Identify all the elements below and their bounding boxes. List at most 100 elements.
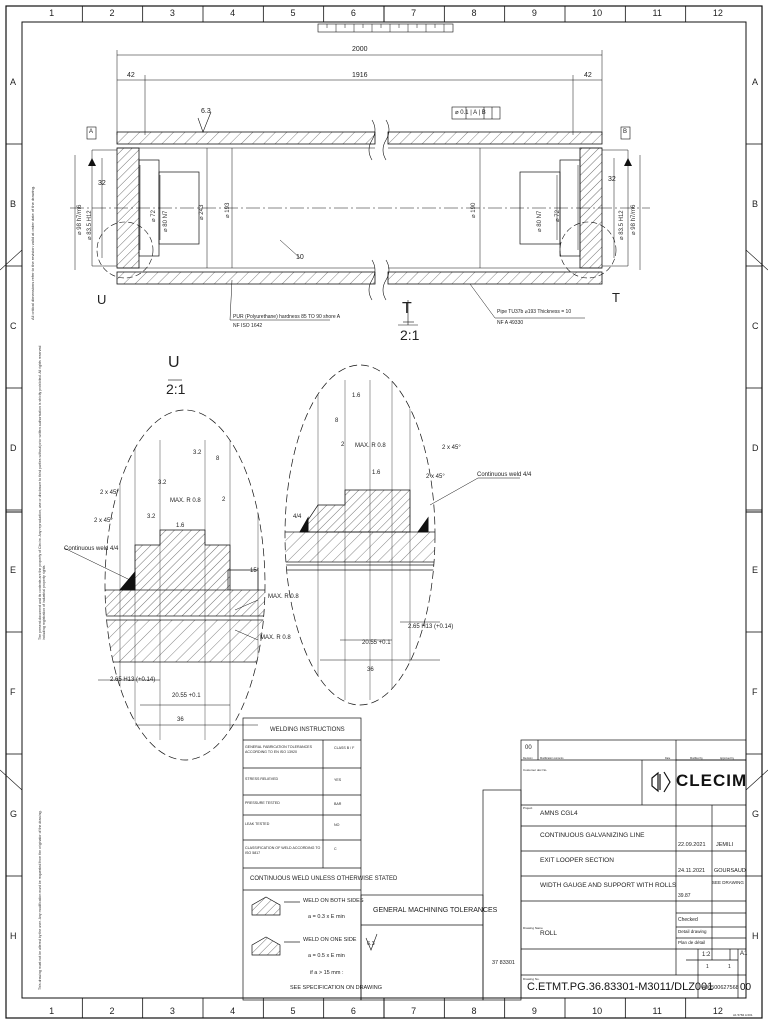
tb-scale: 1:2 bbox=[702, 952, 711, 958]
tb-description: WIDTH GAUGE AND SUPPORT WITH ROLLS bbox=[540, 882, 677, 889]
grid-col-bottom-10: 10 bbox=[592, 1006, 603, 1016]
tb-designer: JEMILI bbox=[716, 842, 734, 848]
width-32-left: 32 bbox=[98, 180, 106, 187]
weld-one-side: WELD ON ONE SIDE bbox=[303, 937, 357, 943]
grid-col-top-2: 2 bbox=[109, 8, 115, 18]
detail-t-dim-36: 36 bbox=[367, 667, 374, 673]
tb-sheets: 1 bbox=[728, 964, 731, 970]
dim-end-right: 42 bbox=[584, 72, 592, 79]
diam-right-bore: ⌀ 83.5 H12 bbox=[619, 210, 625, 240]
dim-inner: 1916 bbox=[352, 72, 368, 79]
detail-u-angle: 15° bbox=[250, 568, 260, 574]
grid-col-bottom-8: 8 bbox=[471, 1006, 477, 1016]
detail-t-scale: 2:1 bbox=[400, 327, 420, 343]
datum-a-label: A bbox=[89, 129, 94, 135]
grid-col-top-5: 5 bbox=[290, 8, 296, 18]
detail-u-roughness-b: 3.2 bbox=[158, 480, 167, 486]
scale-bar bbox=[317, 23, 454, 33]
tb-rev-head-2: Date bbox=[665, 757, 671, 760]
diam-190: ⌀ 190 bbox=[471, 202, 477, 218]
grid-row-right-B: B bbox=[752, 199, 759, 209]
diam-left-72: ⌀ 72 bbox=[151, 210, 157, 222]
grid-col-top-10: 10 bbox=[592, 8, 603, 18]
tb-drawing-name-label: Drawing Name bbox=[523, 926, 543, 930]
datum-b-label: B bbox=[623, 129, 628, 135]
welding-row-value: C bbox=[334, 847, 337, 851]
diam-left-bore: ⌀ 83.5 H12 bbox=[87, 210, 93, 240]
grid-row-right-C: C bbox=[752, 321, 759, 331]
machining-tolerances-box bbox=[360, 789, 522, 1001]
grid-row-left-C: C bbox=[10, 321, 17, 331]
diam-193: ⌀ 193 bbox=[225, 202, 231, 218]
grid-col-bottom-6: 6 bbox=[350, 1006, 356, 1016]
tb-rev-head-3: Modified by bbox=[690, 757, 703, 760]
title-block bbox=[520, 739, 747, 999]
section-mark-u: U bbox=[97, 292, 107, 307]
tb-rev-head-1: Modification contents bbox=[540, 757, 564, 760]
roll-section-view bbox=[70, 50, 650, 326]
tb-drawing-name: ROLL bbox=[540, 930, 557, 937]
dim-end-left: 42 bbox=[127, 72, 135, 79]
detail-u-dim-8: 8 bbox=[216, 456, 220, 462]
welding-row-value: YES bbox=[334, 778, 342, 782]
detail-t-roughness-b: 1.6 bbox=[372, 470, 381, 476]
diam-243: ⌀ 243 bbox=[199, 204, 205, 220]
grid-row-right-A: A bbox=[752, 77, 759, 87]
machining-code: 37 83301 bbox=[492, 960, 515, 966]
diam-left-outer: ⌀ 98 h7/m6 bbox=[77, 204, 83, 235]
detail-t-rmax: MAX. R 0.8 bbox=[355, 443, 386, 449]
grid-row-left-E: E bbox=[10, 565, 17, 575]
grid-col-top-6: 6 bbox=[350, 8, 356, 18]
detail-t-dim-8: 8 bbox=[335, 418, 339, 424]
tb-company: CLECIM bbox=[676, 771, 748, 790]
tb-line: CONTINUOUS GALVANIZING LINE bbox=[540, 832, 645, 839]
welding-row-value: CLASS B / F bbox=[334, 746, 355, 750]
machining-roughness: 6.3 bbox=[367, 941, 375, 947]
grid-col-top-3: 3 bbox=[169, 8, 175, 18]
grid-col-bottom-11: 11 bbox=[652, 1006, 662, 1016]
detail-t-roughness-a: 1.6 bbox=[352, 393, 361, 399]
corner-code: A1 5784 A 001 bbox=[733, 1013, 753, 1017]
tb-section: EXIT LOOPER SECTION bbox=[540, 857, 614, 864]
sheet-frame bbox=[0, 5, 768, 1019]
tb-revision: 00 bbox=[525, 745, 532, 751]
weld-see-spec: SEE SPECIFICATION ON DRAWING bbox=[290, 985, 382, 991]
grid-row-right-G: G bbox=[752, 809, 760, 819]
welding-row-value: NO bbox=[334, 823, 340, 827]
grid-row-left-H: H bbox=[10, 931, 17, 941]
detail-t-chamfer-1: 2 x 45° bbox=[442, 445, 461, 451]
grid-col-bottom-7: 7 bbox=[411, 1006, 417, 1016]
diam-left-80: ⌀ 80 N7 bbox=[163, 210, 169, 232]
tb-type-en: Detail drawing bbox=[678, 929, 707, 934]
tb-weight: 39.87 bbox=[678, 893, 691, 899]
detail-u-dim-265: 2.65 H13 (+0.14) bbox=[110, 677, 156, 683]
grid-col-bottom-12: 12 bbox=[712, 1006, 723, 1016]
detail-u-weld: Continuous weld 4/4 bbox=[64, 546, 119, 552]
welding-continuous: CONTINUOUS WELD UNLESS OTHERWISE STATED bbox=[250, 876, 398, 882]
detail-u-roughness-d: 1.6 bbox=[176, 523, 185, 529]
diam-right-outer: ⌀ 98 h7/m6 bbox=[631, 204, 637, 235]
grid-col-top-9: 9 bbox=[531, 8, 537, 18]
grid-col-bottom-4: 4 bbox=[230, 1006, 236, 1016]
detail-u-rmax-2: MAX. R 0.8 bbox=[268, 594, 299, 600]
grid-col-top-12: 12 bbox=[712, 8, 723, 18]
grid-row-left-B: B bbox=[10, 199, 17, 209]
detail-t-view bbox=[284, 321, 520, 706]
detail-t-weld-symbol: 4/4 bbox=[293, 514, 302, 520]
welding-row-label: CLASSIFICATION OF WELD ACCORDING TO ISO … bbox=[245, 846, 321, 855]
grid-row-right-F: F bbox=[752, 687, 758, 697]
grid-col-bottom-9: 9 bbox=[531, 1006, 537, 1016]
thickness-10: 10 bbox=[296, 254, 304, 261]
grid-col-bottom-5: 5 bbox=[290, 1006, 296, 1016]
tb-design-date: 22.09.2021 bbox=[678, 842, 706, 848]
tb-project: AMNS CGL4 bbox=[540, 810, 578, 817]
tb-rev-head-0: Revision bbox=[523, 757, 533, 760]
detail-u-view bbox=[63, 379, 266, 761]
runout-frame: ⌀ 0.1 | A | B bbox=[455, 110, 486, 116]
grid-row-right-H: H bbox=[752, 931, 759, 941]
note-pipe: Pipe TU37b ⌀193 Thickness = 10 bbox=[497, 309, 572, 315]
detail-t-label: T bbox=[402, 300, 412, 317]
note-pur: PUR (Polyurethane) hardness 85 TO 90 sho… bbox=[233, 314, 341, 320]
tb-format: A1 bbox=[740, 951, 748, 957]
